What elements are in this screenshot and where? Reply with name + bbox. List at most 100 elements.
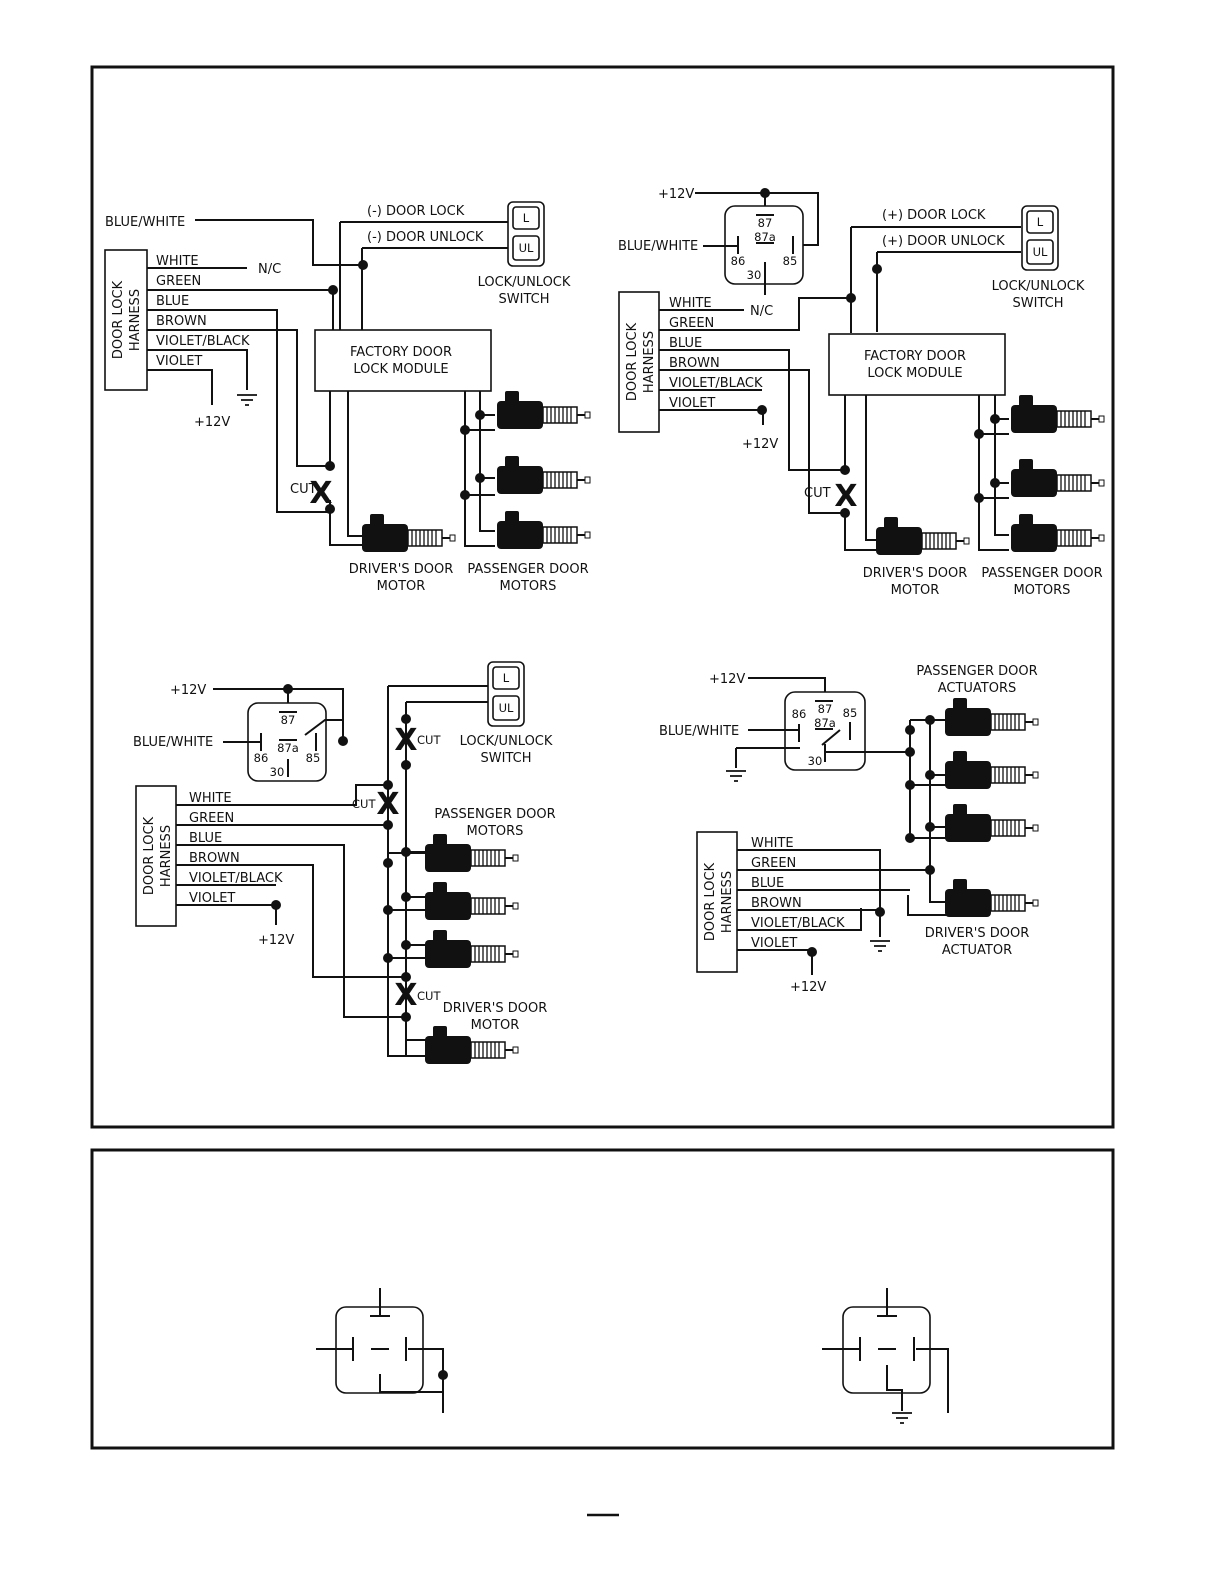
switch-label: SWITCH xyxy=(1013,296,1064,311)
wire-violet-black: VIOLET/BLACK xyxy=(156,334,250,349)
lock-button xyxy=(512,206,540,230)
driver-motor-label: DRIVER'S DOOR xyxy=(349,562,453,577)
wire-green: GREEN xyxy=(189,811,234,826)
cut-label: CUT xyxy=(290,482,317,497)
switch-label: SWITCH xyxy=(481,751,532,766)
wire-white: WHITE xyxy=(156,254,199,269)
door-lock-label: (+) DOOR LOCK xyxy=(882,208,986,223)
wire-violet: VIOLET xyxy=(189,891,235,906)
wire-violet: VIOLET xyxy=(156,354,202,369)
relay-detail-frame xyxy=(90,1148,1115,1450)
blue-white-label: BLUE/WHITE xyxy=(133,735,213,750)
ground-icon xyxy=(891,1412,913,1424)
ground-icon xyxy=(236,394,258,406)
motor-icon xyxy=(944,697,1039,737)
wire-white: WHITE xyxy=(751,836,794,851)
plus12v-label: +12V xyxy=(658,187,694,202)
harness-label: DOOR LOCK xyxy=(625,322,640,401)
wire-violet-black: VIOLET/BLACK xyxy=(751,916,845,931)
wire-white: WHITE xyxy=(189,791,232,806)
harness-label: DOOR LOCK xyxy=(111,280,126,359)
cut-mark: X xyxy=(834,479,857,514)
cut-mark: X xyxy=(394,723,417,758)
cut-mark: X xyxy=(376,787,399,822)
door-unlock-label: (-) DOOR UNLOCK xyxy=(367,230,484,245)
diagram-negative-door-lock: DOOR LOCK HARNESS BLUE/WHITE WHITE GREEN… xyxy=(104,201,591,594)
nc-label: N/C xyxy=(258,262,281,277)
motor-icon xyxy=(944,803,1039,843)
motor-icon xyxy=(1010,513,1105,553)
cut-mark: X xyxy=(309,476,332,511)
wire-blue: BLUE xyxy=(189,831,222,846)
passenger-motors-label: PASSENGER DOOR xyxy=(467,562,588,577)
wire-brown: BROWN xyxy=(156,314,207,329)
svg-text:86: 86 xyxy=(792,707,807,721)
nc-label: N/C xyxy=(750,304,773,319)
diagram-actuators: +12V 87 87a 86 85 30 BLUE/WHITE PASSENGE… xyxy=(659,664,1039,995)
motor-icon xyxy=(424,881,519,921)
wire-blue: BLUE xyxy=(156,294,189,309)
driver-actuator-label: ACTUATOR xyxy=(942,943,1012,958)
svg-text:85: 85 xyxy=(783,254,798,268)
module-label: LOCK MODULE xyxy=(867,366,962,381)
plus12v-label: +12V xyxy=(194,415,230,430)
driver-motor-label: DRIVER'S DOOR xyxy=(863,566,967,581)
wire-violet: VIOLET xyxy=(669,396,715,411)
svg-text:86: 86 xyxy=(731,254,746,268)
switch-label: LOCK/UNLOCK xyxy=(478,275,571,290)
wire-green: GREEN xyxy=(156,274,201,289)
svg-text:85: 85 xyxy=(306,751,321,765)
door-lock-label: (-) DOOR LOCK xyxy=(367,204,465,219)
cut-mark: X xyxy=(394,978,417,1013)
motor-icon xyxy=(361,513,456,553)
module-label: FACTORY DOOR xyxy=(350,345,452,360)
motor-icon xyxy=(496,390,591,430)
motor-icon xyxy=(944,878,1039,918)
passenger-motors-label: MOTORS xyxy=(467,824,524,839)
svg-text:L: L xyxy=(1037,215,1044,229)
unlock-button xyxy=(1026,239,1054,265)
lock-button xyxy=(492,666,520,690)
diagrams-frame xyxy=(90,65,1115,1129)
motor-icon xyxy=(424,929,519,969)
plus12v-label: +12V xyxy=(170,683,206,698)
factory-door-lock-module xyxy=(314,329,492,392)
svg-text:30: 30 xyxy=(747,268,762,282)
wire-brown: BROWN xyxy=(751,896,802,911)
plus12v-label: +12V xyxy=(742,437,778,452)
wire-green: GREEN xyxy=(669,316,714,331)
lock-button xyxy=(1026,210,1054,234)
harness-label: DOOR LOCK xyxy=(703,862,718,941)
ground-icon xyxy=(869,940,891,952)
motor-icon xyxy=(424,833,519,873)
door-lock-harness xyxy=(135,785,177,927)
unlock-button xyxy=(512,235,540,261)
wire-blue: BLUE xyxy=(751,876,784,891)
cut-label: CUT xyxy=(352,797,376,811)
door-unlock-label: (+) DOOR UNLOCK xyxy=(882,234,1005,249)
ground-icon xyxy=(725,770,747,782)
passenger-motors-label: MOTORS xyxy=(500,579,557,594)
passenger-motors-label: PASSENGER DOOR xyxy=(981,566,1102,581)
wire-brown: BROWN xyxy=(189,851,240,866)
relay-detail-right xyxy=(822,1288,949,1424)
plus12v-label: +12V xyxy=(790,980,826,995)
wire-blue: BLUE xyxy=(669,336,702,351)
harness-label: HARNESS xyxy=(642,331,657,393)
motor-icon xyxy=(1010,458,1105,498)
cut-label: CUT xyxy=(804,486,831,501)
svg-text:UL: UL xyxy=(499,701,514,715)
svg-text:30: 30 xyxy=(808,754,823,768)
wire-violet: VIOLET xyxy=(751,936,797,951)
driver-motor-label: MOTOR xyxy=(377,579,426,594)
harness-label: HARNESS xyxy=(128,289,143,351)
cut-label: CUT xyxy=(417,733,441,747)
blue-white-label: BLUE/WHITE xyxy=(618,239,698,254)
driver-motor-label: DRIVER'S DOOR xyxy=(443,1001,547,1016)
passenger-motors-label: PASSENGER DOOR xyxy=(434,807,555,822)
wire-white: WHITE xyxy=(669,296,712,311)
door-lock-harness xyxy=(696,831,738,973)
module-label: LOCK MODULE xyxy=(353,362,448,377)
motor-icon xyxy=(496,510,591,550)
